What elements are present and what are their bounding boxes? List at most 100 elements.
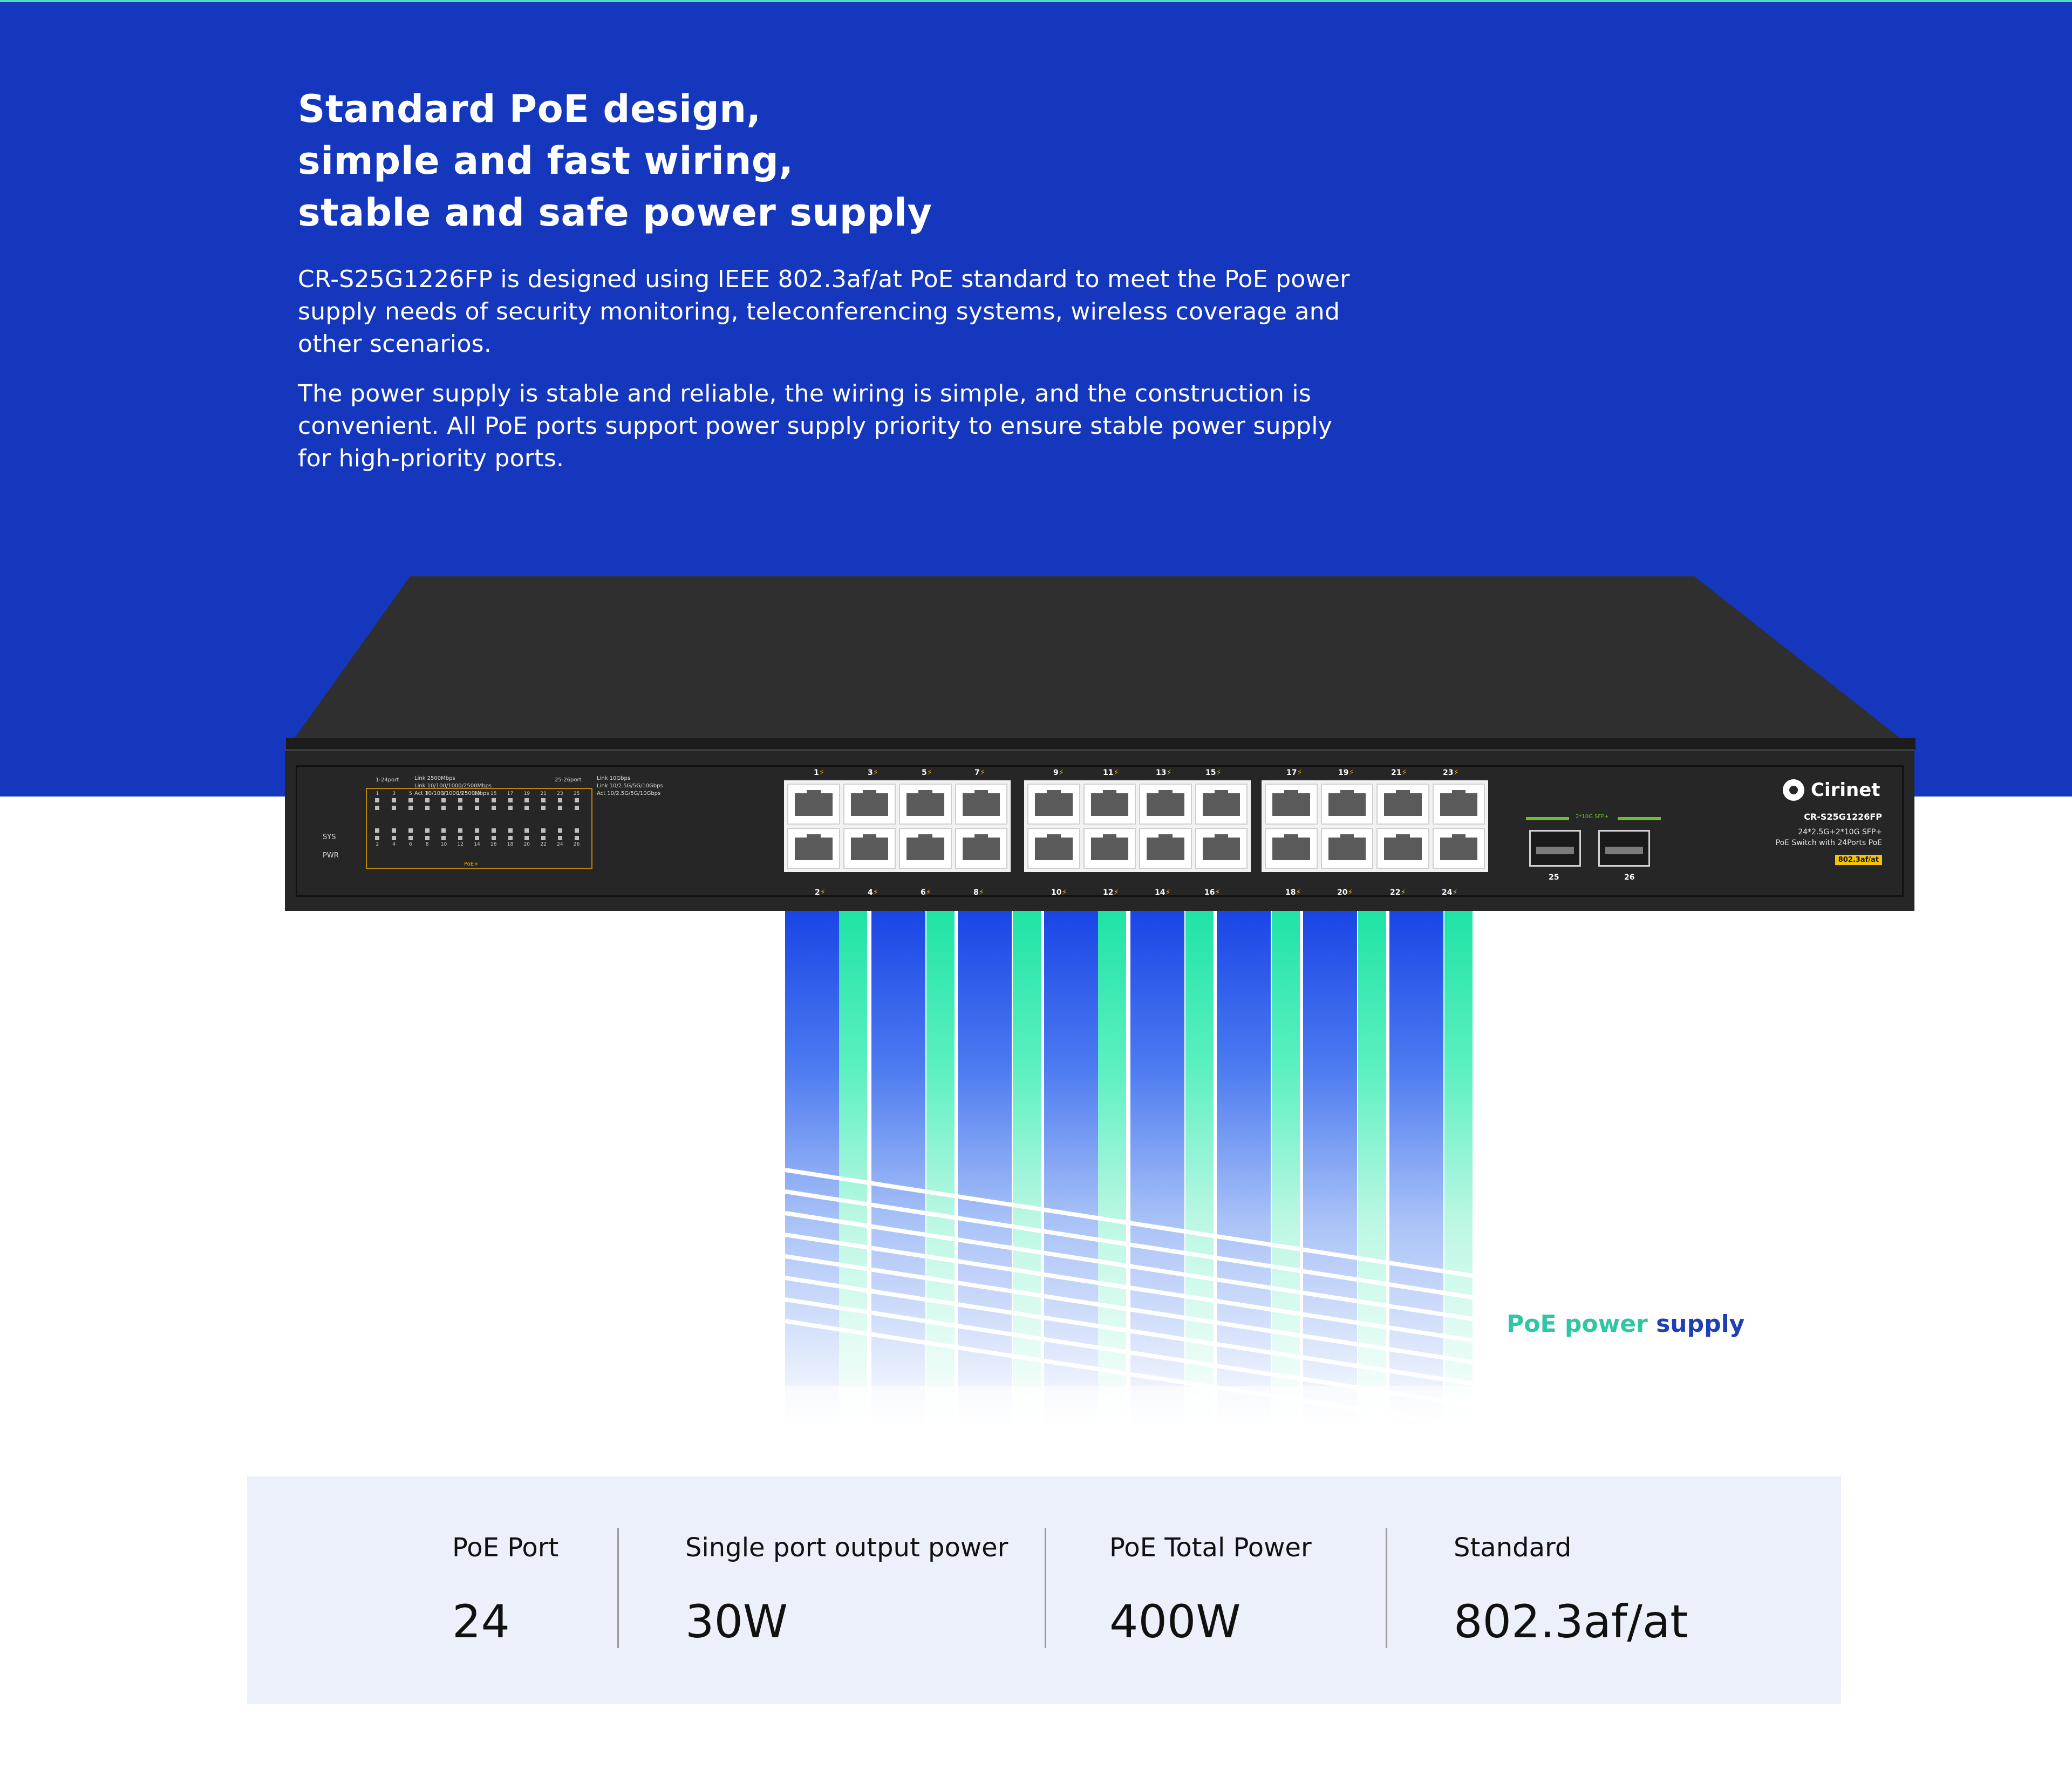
- led-bottom-12: 12: [452, 827, 469, 861]
- led-bottom-18: 18: [502, 827, 519, 861]
- led-top-23: 23: [551, 791, 568, 826]
- led-top-1: 1: [369, 791, 386, 826]
- ethernet-port-2[interactable]: [787, 828, 840, 869]
- ethernet-port-3[interactable]: [843, 784, 896, 825]
- switch-front-inner: [296, 765, 1904, 897]
- led-top-7: 7: [419, 791, 435, 826]
- port-label-14: 14⚡: [1155, 888, 1171, 897]
- led-bottom-26: 26: [568, 827, 585, 861]
- led-top-19: 19: [519, 791, 535, 826]
- led-top-25: 25: [568, 791, 585, 826]
- led-top-21: 21: [535, 791, 552, 826]
- port-label-23: 23⚡: [1443, 768, 1459, 777]
- ethernet-port-17[interactable]: [1265, 784, 1318, 825]
- beam-green-6: [1272, 911, 1300, 1429]
- sys-label: SYS: [323, 833, 336, 841]
- ethernet-port-5[interactable]: [899, 784, 952, 825]
- port-label-7: 7⚡: [974, 768, 985, 777]
- port-label-12: 12⚡: [1103, 888, 1119, 897]
- ethernet-port-20[interactable]: [1320, 828, 1373, 869]
- group1-title: 1-24port: [376, 777, 399, 783]
- ethernet-port-9[interactable]: [1027, 784, 1080, 825]
- port-label-24: 24⚡: [1442, 888, 1458, 897]
- led-top-13: 13: [469, 791, 486, 826]
- poe-led-label: PoE+: [464, 861, 479, 867]
- ethernet-port-1[interactable]: [787, 784, 840, 825]
- cirinet-logo-icon: [1783, 779, 1804, 801]
- led-top-9: 9: [435, 791, 452, 826]
- led-bottom-20: 20: [519, 827, 535, 861]
- ethernet-port-24[interactable]: [1432, 828, 1485, 869]
- ethernet-port-11[interactable]: [1083, 784, 1136, 825]
- intro-paragraph-2: The power supply is stable and reliable,…: [298, 380, 1333, 472]
- ethernet-port-13[interactable]: [1139, 784, 1192, 825]
- ethernet-port-8[interactable]: [955, 828, 1007, 869]
- port-label-16: 16⚡: [1204, 888, 1221, 897]
- poe-label-part1: PoE power: [1507, 1310, 1648, 1338]
- brand-name: Cirinet: [1811, 779, 1880, 801]
- sfp-label-25: 25: [1549, 873, 1559, 882]
- port-label-4: 4⚡: [868, 888, 878, 897]
- beam-blue-6: [1217, 911, 1271, 1429]
- port-label-8: 8⚡: [973, 888, 984, 897]
- model-description-2: PoE Switch with 24Ports PoE: [1775, 839, 1882, 847]
- port-label-17: 17⚡: [1286, 768, 1303, 777]
- standard-badge: 802.3af/at: [1835, 855, 1882, 865]
- beam-blue-8: [1389, 911, 1443, 1429]
- ethernet-port-7[interactable]: [955, 784, 1007, 825]
- ethernet-port-16[interactable]: [1195, 828, 1248, 869]
- beam-green-4: [1098, 911, 1126, 1429]
- led-top-15: 15: [485, 791, 502, 826]
- group2-legend-2: Link 10/2.5G/5G/10Gbps: [597, 783, 663, 789]
- headline-line-2: simple and fast wiring,: [298, 139, 794, 183]
- top-accent-line: [0, 0, 2072, 2]
- ethernet-port-4[interactable]: [843, 828, 896, 869]
- model-number: CR-S25G1226FP: [1804, 812, 1882, 822]
- led-bottom-22: 22: [535, 827, 552, 861]
- spec-divider-1: [617, 1528, 619, 1648]
- group2-legend: Link 10Gbps Link 10/2.5G/5G/10Gbps Act 1…: [597, 775, 663, 798]
- led-top-3: 3: [386, 791, 403, 826]
- led-bottom-24: 24: [551, 827, 568, 861]
- port-group-2: [1024, 780, 1251, 872]
- sfp-label: 2*10G SFP+: [1576, 814, 1609, 820]
- spec-divider-3: [1386, 1528, 1387, 1648]
- spec-value-total-power: 400W: [1109, 1595, 1241, 1648]
- ethernet-port-19[interactable]: [1320, 784, 1373, 825]
- sfp-indicator-bar-left: [1526, 817, 1569, 820]
- led-bottom-8: 8: [419, 827, 435, 861]
- beam-green-1: [839, 911, 867, 1429]
- led-bottom-4: 4: [386, 827, 403, 861]
- led-bottom-14: 14: [469, 827, 486, 861]
- poe-light-beams: [785, 911, 1487, 1429]
- ethernet-port-10[interactable]: [1027, 828, 1080, 869]
- led-bottom-6: 6: [403, 827, 419, 861]
- ethernet-port-18[interactable]: [1265, 828, 1318, 869]
- spec-bar: PoE Port 24 Single port output power 30W…: [247, 1476, 1841, 1704]
- beam-green-8: [1444, 911, 1473, 1429]
- group1-legend-2: Link 10/100/1000/2500Mbps: [414, 783, 492, 789]
- intro-paragraph-1: CR-S25G1226FP is designed using IEEE 802…: [298, 266, 1350, 358]
- ethernet-port-21[interactable]: [1376, 784, 1429, 825]
- group1-legend-3: Act 10/100/1000/2500Mbps: [414, 791, 489, 797]
- ethernet-port-12[interactable]: [1083, 828, 1136, 869]
- ethernet-port-15[interactable]: [1195, 784, 1248, 825]
- ethernet-port-22[interactable]: [1376, 828, 1429, 869]
- sfp-port-25[interactable]: [1529, 830, 1581, 867]
- sfp-port-26[interactable]: [1598, 830, 1650, 867]
- led-bottom-2: 2: [369, 827, 386, 861]
- spec-divider-2: [1045, 1528, 1046, 1648]
- ethernet-port-14[interactable]: [1139, 828, 1192, 869]
- port-label-19: 19⚡: [1338, 768, 1354, 777]
- port-label-6: 6⚡: [921, 888, 931, 897]
- headline-line-1: Standard PoE design,: [298, 87, 761, 131]
- ethernet-port-6[interactable]: [899, 828, 952, 869]
- group2-legend-3: Act 10/2.5G/5G/10Gbps: [597, 791, 661, 797]
- ethernet-port-23[interactable]: [1432, 784, 1485, 825]
- port-label-21: 21⚡: [1391, 768, 1407, 777]
- beam-blue-5: [1130, 911, 1184, 1429]
- port-label-5: 5⚡: [922, 768, 932, 777]
- spec-label-standard: Standard: [1454, 1533, 1572, 1563]
- port-label-22: 22⚡: [1390, 888, 1406, 897]
- port-group-1: [784, 780, 1011, 872]
